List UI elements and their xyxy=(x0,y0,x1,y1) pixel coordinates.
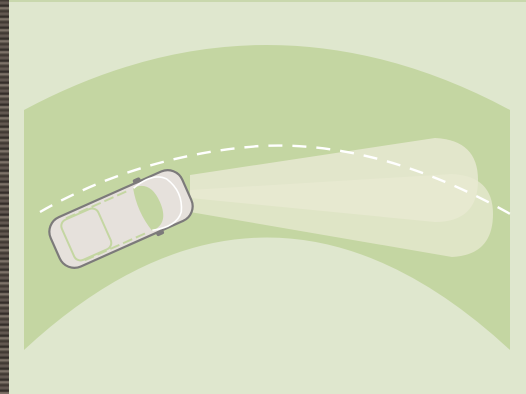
adaptive-headlight-illustration xyxy=(0,0,526,394)
illustration-frame xyxy=(0,0,526,394)
